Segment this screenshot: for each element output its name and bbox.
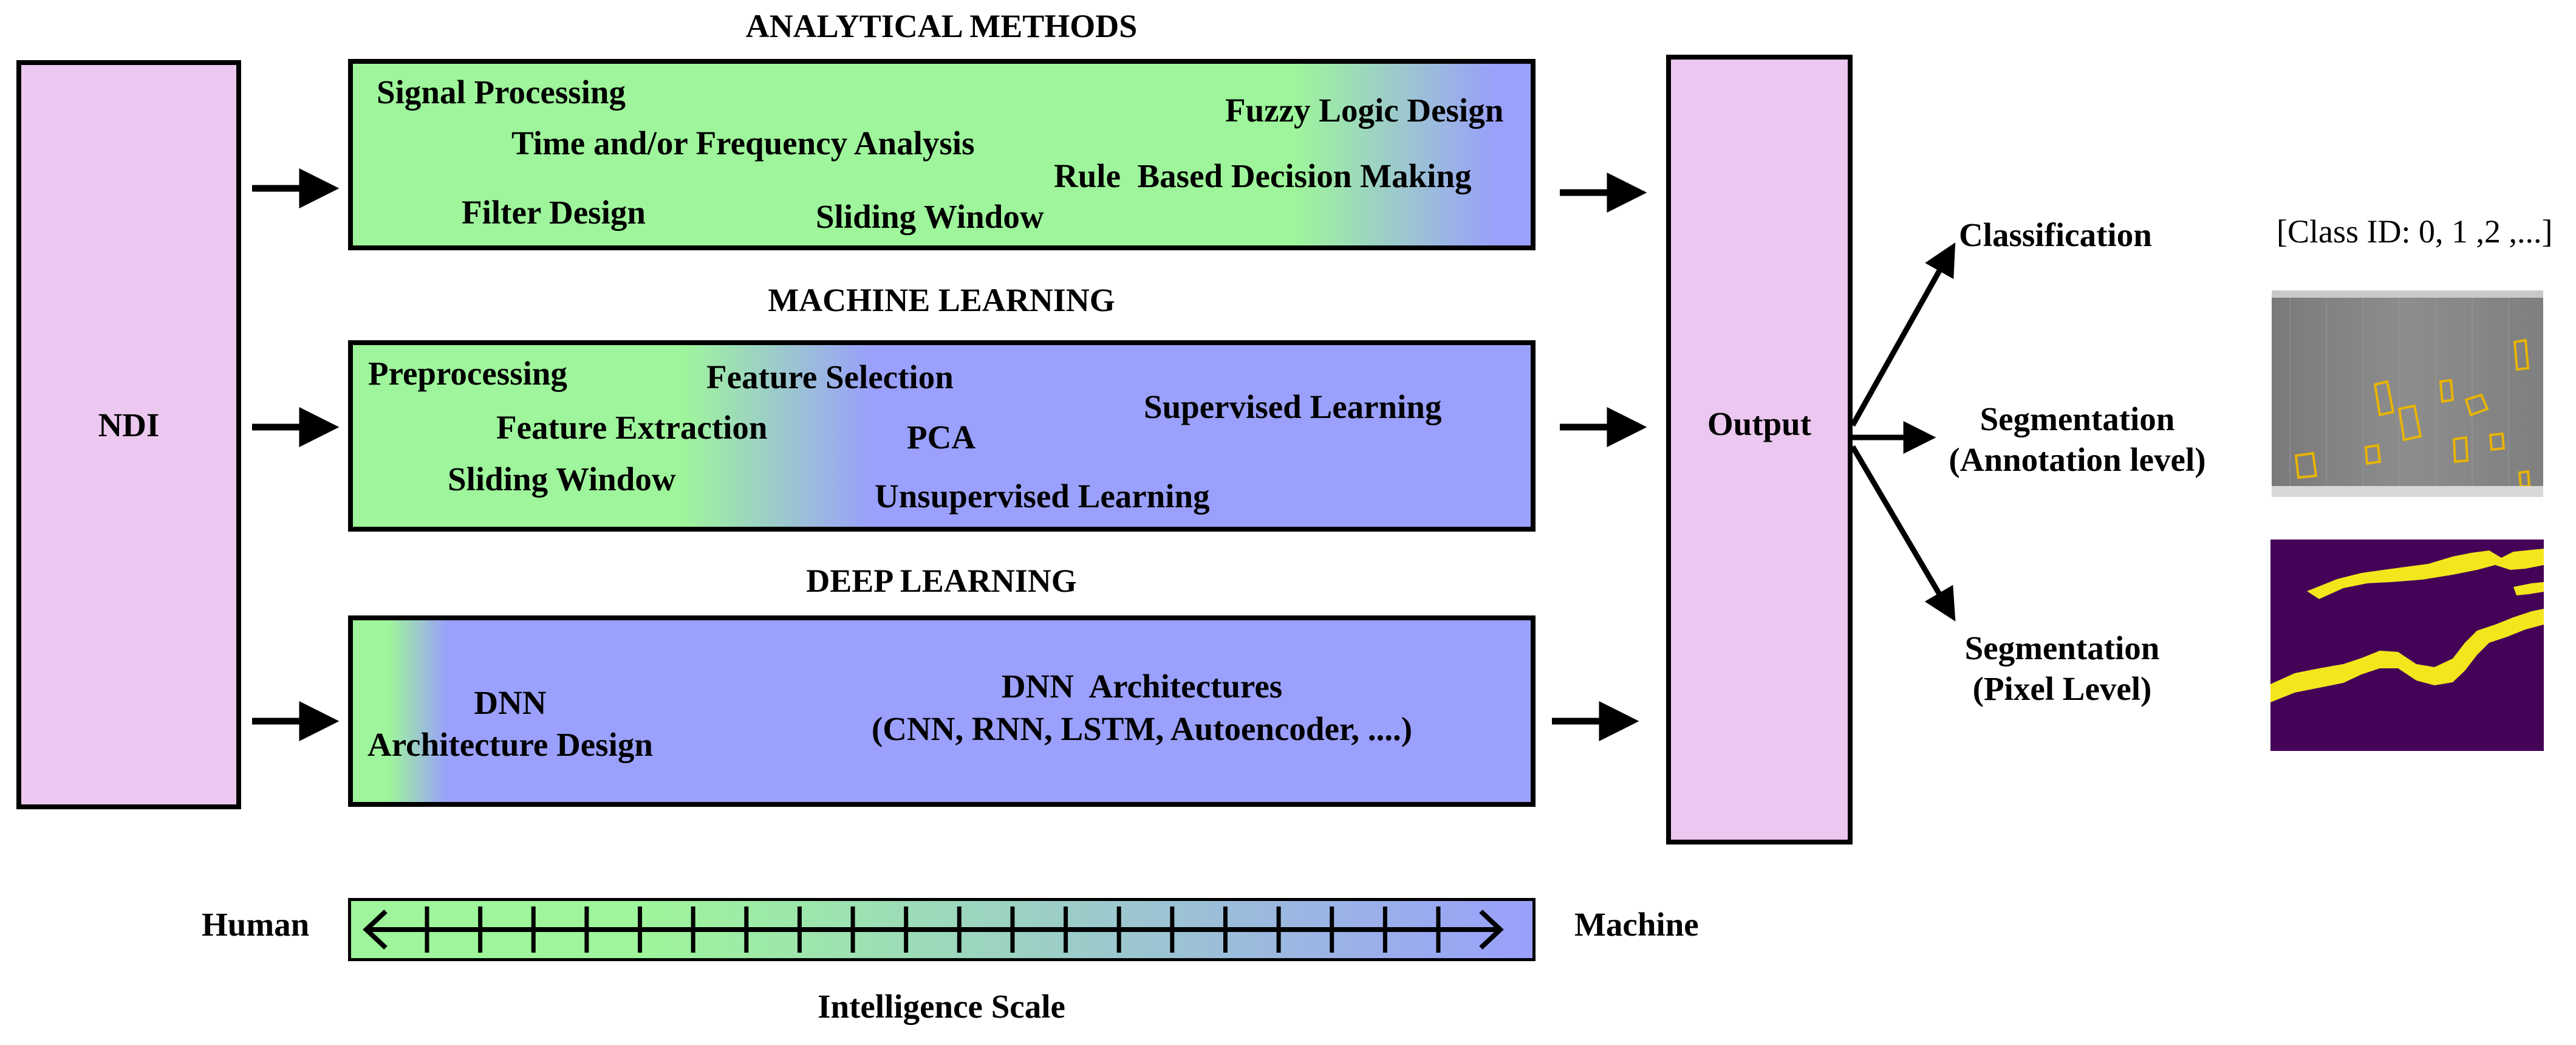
ml-item-feature-extraction: Feature Extraction [496,409,768,446]
analytical-item-fuzzy-logic: Fuzzy Logic Design [1225,92,1504,129]
dl-dnn-line1: DNN [474,684,547,721]
dl-arch-line2: (CNN, RNN, LSTM, Autoencoder, ....) [871,710,1413,747]
scale-right-label: Machine [1574,906,1699,943]
dl-heading: DEEP LEARNING [806,563,1077,599]
ml-item-unsupervised: Unsupervised Learning [875,478,1210,515]
ml-item-pca: PCA [907,419,976,456]
scale-caption: Intelligence Scale [818,988,1065,1025]
seg-pixel-line1: Segmentation [1964,629,2160,666]
ndi-label: NDI [98,406,160,444]
arrow-output-pixel [1850,445,1956,622]
arrow-output-classification [1850,242,1956,427]
analytical-item-sliding-window: Sliding Window [816,198,1044,235]
analytical-heading: ANALYTICAL METHODS [745,8,1138,44]
ml-item-sliding-window: Sliding Window [448,461,676,498]
ml-box [348,340,1536,532]
scale-ruler [363,906,1504,953]
scale-arrow-left [363,910,388,950]
scale-left-label: Human [202,906,310,943]
seg-pixel-line2: (Pixel Level) [1972,670,2152,707]
scale-ticks [425,906,1441,953]
analytical-box [348,59,1536,250]
dl-box [348,615,1536,807]
class-ids-label: [Class ID: 0, 1 ,2 ,...] [2277,213,2553,250]
dl-dnn-line2: Architecture Design [367,726,653,763]
output-box [1666,55,1853,845]
ml-item-feature-selection: Feature Selection [706,358,954,396]
ml-heading: MACHINE LEARNING [768,282,1115,318]
pixel-sample-image [2270,540,2544,751]
seg-annotation-line2: (Annotation level) [1949,441,2206,478]
analytical-item-filter-design: Filter Design [462,194,646,231]
dl-arch-line1: DNN Architectures [1001,668,1283,705]
output-label: Output [1707,405,1812,442]
ml-item-supervised: Supervised Learning [1144,388,1442,425]
classification-label: Classification [1959,216,2152,253]
annotation-sample-image [2272,290,2543,497]
seg-annotation-line1: Segmentation [1980,400,2175,437]
analytical-item-signal-processing: Signal Processing [377,74,626,111]
analytical-item-time-frequency: Time and/or Frequency Analysis [511,125,975,162]
scale-arrow-right [1479,910,1504,950]
analytical-item-rule-based: Rule Based Decision Making [1054,157,1472,194]
ml-item-preprocessing: Preprocessing [368,355,567,392]
ndi-box [16,60,241,809]
